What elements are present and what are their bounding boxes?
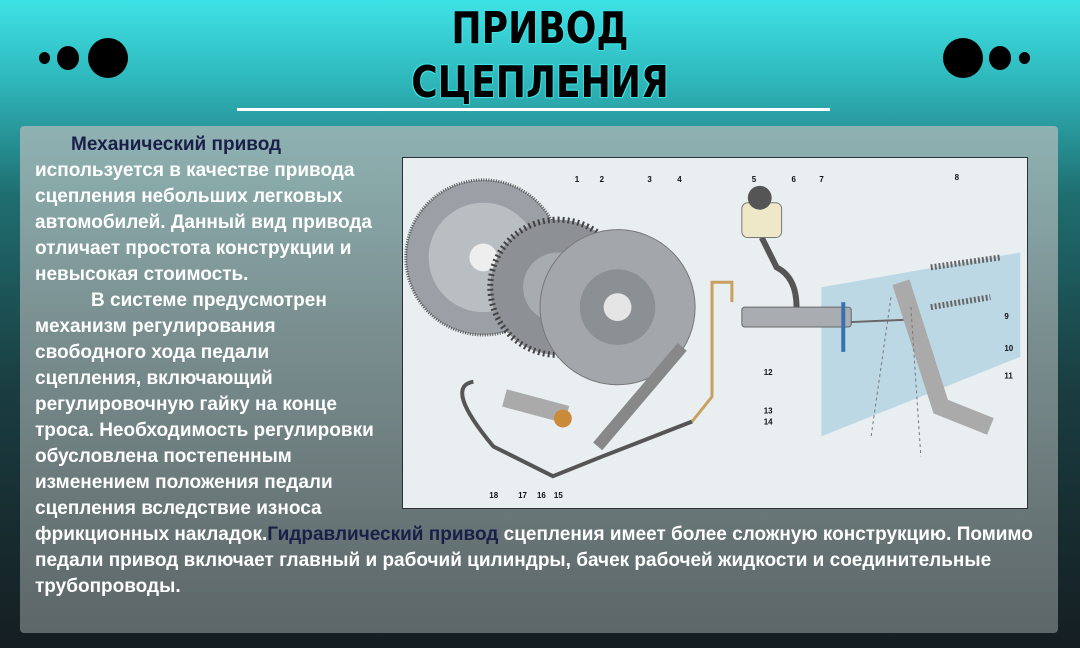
callout-label: 12	[764, 368, 773, 377]
callout-label: 17	[518, 491, 527, 500]
callout-label: 8	[955, 173, 960, 182]
callout-label: 2	[600, 175, 605, 184]
callout-label: 14	[764, 417, 773, 426]
callout-label: 9	[1004, 312, 1009, 321]
hydraulic-drive-term: Гидравлический привод	[267, 524, 499, 545]
callout-label: 16	[537, 491, 546, 500]
callout-label: 18	[489, 491, 498, 500]
mechanical-drive-term: Механический привод	[71, 134, 282, 155]
callout-label: 4	[677, 175, 682, 184]
callout-label: 1	[575, 175, 580, 184]
callout-label: 11	[1004, 372, 1013, 381]
decor-dot	[39, 52, 50, 64]
decor-dot	[943, 38, 983, 78]
title-underline	[237, 108, 830, 111]
decor-dot	[1019, 52, 1030, 64]
callout-label: 3	[647, 175, 652, 184]
decor-dot	[88, 38, 128, 78]
callout-label: 7	[819, 175, 824, 184]
callout-label: 10	[1004, 344, 1013, 353]
callout-label: 6	[792, 175, 797, 184]
callout-label: 5	[752, 175, 757, 184]
decor-dot	[989, 46, 1011, 70]
decor-dot	[57, 46, 79, 70]
content-panel: Механический привод используется в качес…	[20, 126, 1058, 633]
body-text: Механический привод используется в качес…	[35, 134, 1033, 597]
callout-label: 13	[764, 407, 773, 416]
callout-label: 15	[554, 491, 563, 500]
